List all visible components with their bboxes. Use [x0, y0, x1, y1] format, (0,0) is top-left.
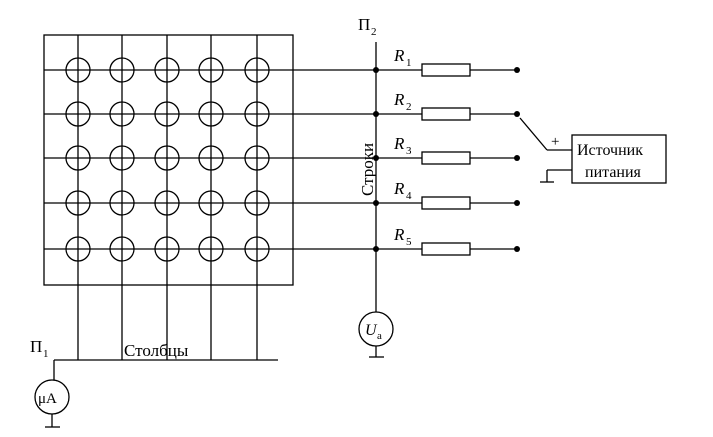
matrix-cell-r3-c4: [198, 145, 224, 171]
resistor-body-2: [421, 107, 471, 121]
matrix-cell-r3-c1: [65, 145, 91, 171]
p2-label: П: [358, 15, 370, 34]
matrix-cell-r3-c5: [244, 145, 270, 171]
terminal-dot-4: [514, 200, 520, 206]
matrix-cell-r2-c3: [154, 101, 180, 127]
matrix-cell-r2-c1: [65, 101, 91, 127]
resistor-body-4: [421, 196, 471, 210]
power-source-box: [571, 134, 667, 184]
switch-blade: [519, 117, 548, 151]
matrix-cell-r4-c4: [198, 190, 224, 216]
resistor-label-2: R: [393, 90, 405, 109]
matrix-cell-r5-c3: [154, 236, 180, 262]
matrix-cell-r5-c4: [198, 236, 224, 262]
matrix-cell-r2-c5: [244, 101, 270, 127]
terminal-dot-1: [514, 67, 520, 73]
resistor-subscript-1: 1: [406, 57, 412, 69]
matrix-cell-r5-c2: [109, 236, 135, 262]
matrix-cell-r1-c5: [244, 57, 270, 83]
matrix-frame: [43, 34, 294, 286]
matrix-cell-r4-c1: [65, 190, 91, 216]
resistor-body-5: [421, 242, 471, 256]
resistor-body-1: [421, 63, 471, 77]
rows-label: Строки: [358, 143, 377, 196]
matrix-cell-r2-c2: [109, 101, 135, 127]
p1-label: П: [30, 337, 42, 356]
resistor-subscript-4: 4: [406, 190, 412, 202]
matrix-cell-r3-c3: [154, 145, 180, 171]
matrix-cell-r3-c2: [109, 145, 135, 171]
matrix-cell-r1-c1: [65, 57, 91, 83]
resistor-label-1: R: [393, 46, 405, 65]
plus-sign: +: [551, 134, 559, 150]
matrix-cell-r4-c3: [154, 190, 180, 216]
resistor-label-3: R: [393, 134, 405, 153]
matrix-cell-r1-c3: [154, 57, 180, 83]
p2-subscript: 2: [371, 26, 377, 38]
columns-label: Столбцы: [124, 341, 189, 360]
matrix-cell-r2-c4: [198, 101, 224, 127]
terminal-dot-2: [514, 111, 520, 117]
row-wires: [44, 69, 376, 250]
resistor-subscript-2: 2: [406, 101, 412, 113]
ua-meter-label: U: [365, 322, 378, 339]
resistor-subscript-3: 3: [406, 145, 412, 157]
resistor-label-4: R: [393, 179, 405, 198]
column-wires: [77, 35, 258, 360]
resistor-subscript-5: 5: [406, 236, 412, 248]
matrix-cell-r4-c5: [244, 190, 270, 216]
matrix-cell-r1-c2: [109, 57, 135, 83]
resistor-body-3: [421, 151, 471, 165]
power-source-line1: Источник: [577, 142, 643, 159]
ua-meter-subscript: a: [377, 330, 382, 342]
matrix-cell-r5-c1: [65, 236, 91, 262]
resistor-label-5: R: [393, 225, 405, 244]
ammeter-label: μA: [38, 391, 57, 407]
matrix-cells: [65, 57, 270, 262]
matrix-cell-r1-c4: [198, 57, 224, 83]
terminal-dot-5: [514, 246, 520, 252]
terminal-dot-3: [514, 155, 520, 161]
matrix-cell-r5-c5: [244, 236, 270, 262]
p1-subscript: 1: [43, 348, 49, 360]
matrix-cell-r4-c2: [109, 190, 135, 216]
power-source-line2: питания: [585, 164, 642, 181]
